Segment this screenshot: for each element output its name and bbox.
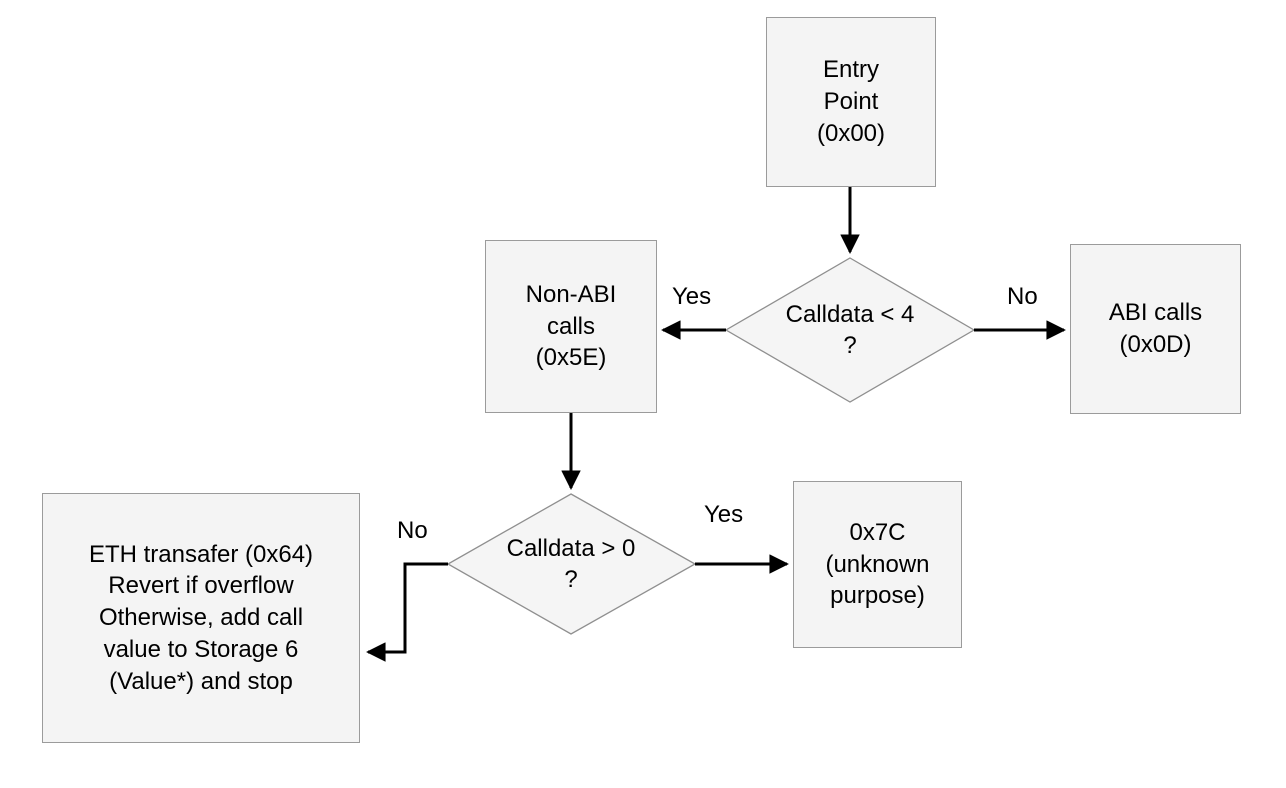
node-abi-calls: ABI calls (0x0D): [1070, 244, 1241, 414]
edge-label-decision1-no: No: [1007, 283, 1038, 310]
node-non-abi-calls-label: Non-ABI calls (0x5E): [525, 280, 617, 372]
decision-calldata-lt4-shape: [724, 257, 976, 403]
decision-calldata-lt4-label: Calldata < 4 ?: [785, 301, 915, 360]
node-abi-calls-label: ABI calls (0x0D): [1108, 299, 1203, 358]
node-entry-point-label: Entry Point (0x00): [816, 56, 886, 147]
node-unknown-0x7c-label: 0x7C (unknown purpose): [825, 518, 930, 610]
node-non-abi-calls: Non-ABI calls (0x5E): [485, 240, 657, 413]
node-eth-transfer: ETH transafer (0x64) Revert if overflow …: [42, 493, 360, 743]
node-unknown-0x7c: 0x7C (unknown purpose): [793, 481, 962, 648]
edge-decision2-no-to-eth-transfer: [366, 562, 448, 662]
edge-label-decision2-yes: Yes: [704, 501, 744, 528]
edge-label-decision2-no: No: [397, 517, 428, 544]
decision-calldata-gt0-shape: [446, 493, 697, 635]
decision-calldata-gt0-label: Calldata > 0 ?: [506, 535, 636, 594]
node-entry-point: Entry Point (0x00): [766, 17, 936, 187]
node-eth-transfer-label: ETH transafer (0x64) Revert if overflow …: [88, 540, 314, 695]
edge-label-decision1-yes: Yes: [672, 283, 712, 310]
